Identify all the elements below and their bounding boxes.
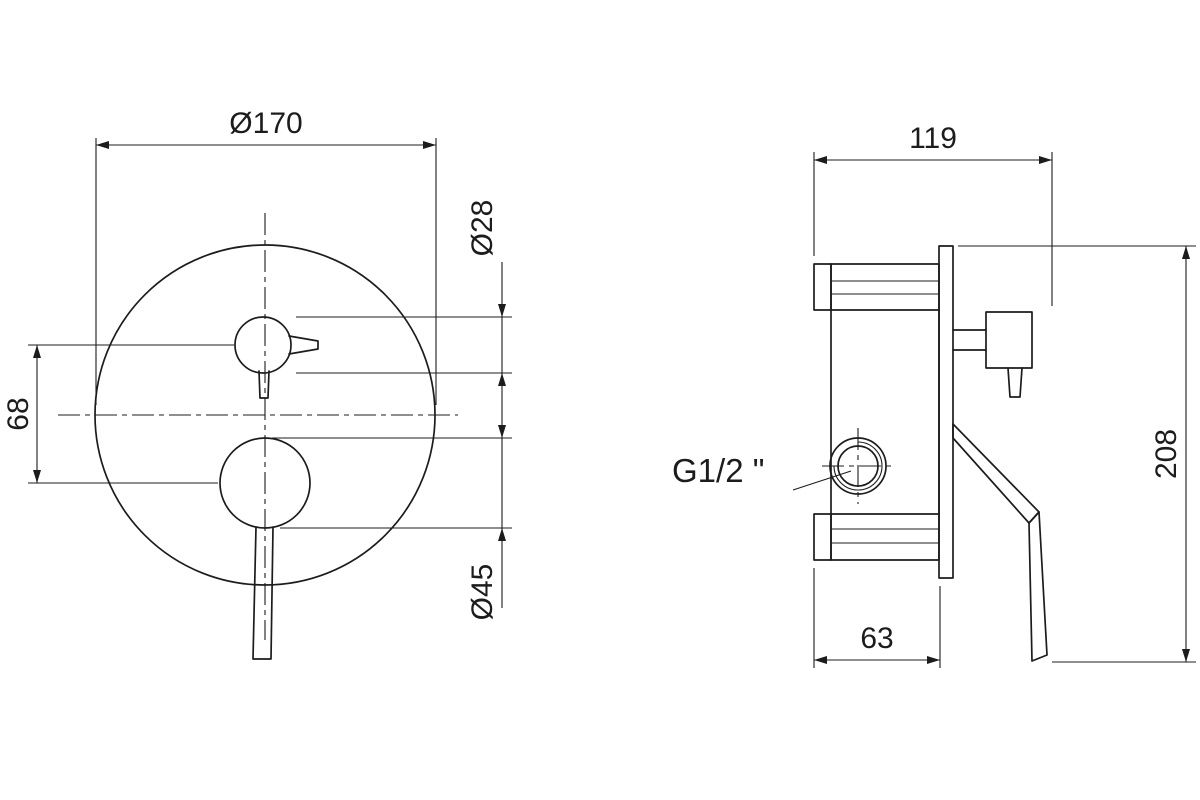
thread-callout: G1/2 " [672,452,852,491]
handle-lever [252,526,274,660]
dim-knob-diameters: Ø28 Ø45 [272,200,512,621]
dim-depth: 63 [813,568,941,668]
dim-depth-label: 63 [860,622,893,655]
dim-handle-diameter-label: Ø45 [466,564,499,621]
dim-height: 208 [958,245,1196,663]
dim-center-spacing: 68 [2,344,234,484]
arrowhead-right [1039,156,1052,164]
arrowhead-down [498,425,506,438]
diverter-lever [288,335,319,355]
diverter-knob-circle [234,316,292,374]
handle-knob-circle [219,437,311,529]
diverter-pin [258,370,270,399]
arrowhead-up [498,528,506,541]
mounting-plate [938,245,954,579]
thread-symbol-arc [833,441,883,491]
thread-size-label: G1/2 " [672,452,764,489]
handle-lever-side [1028,511,1048,662]
arrowhead-right [423,141,436,149]
valve-body [830,263,940,561]
arrowhead-down [33,470,41,483]
arrowhead-down [1182,649,1190,662]
dim-outer-diameter-label: Ø170 [229,107,302,140]
top-port [813,263,832,311]
handle-hub-side [952,423,1040,524]
arrowhead-up [498,373,506,386]
dim-outer-diameter: Ø170 [95,107,437,405]
diverter-knob-side [985,311,1033,369]
side-view: 119 208 63 G1/2 " [672,122,1196,668]
arrowhead-left [96,141,109,149]
arrowhead-down [498,304,506,317]
arrowhead-up [33,345,41,358]
dim-center-spacing-label: 68 [2,397,35,430]
dim-diverter-diameter-label: Ø28 [466,200,499,257]
arrowhead-left [814,656,827,664]
dim-width-label: 119 [909,122,957,155]
front-view: Ø170 Ø28 Ø45 68 [2,107,512,660]
bottom-port [813,513,832,561]
arrowhead-right [927,656,940,664]
arrowhead-left [814,156,827,164]
arrowhead-up [1182,246,1190,259]
dim-height-label: 208 [1150,429,1183,479]
leader-line [792,470,852,491]
diverter-pin-side [1007,367,1023,398]
faceplate-circle [94,244,436,586]
dim-width: 119 [813,122,1053,306]
